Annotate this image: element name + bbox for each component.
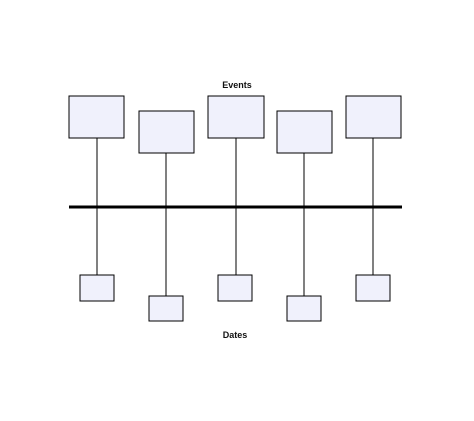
dates-label: Dates — [222, 330, 248, 340]
event-box-3[interactable] — [207, 95, 265, 139]
event-box-2[interactable] — [138, 110, 195, 154]
date-box-5[interactable] — [355, 274, 391, 302]
event-box-4[interactable] — [276, 110, 333, 154]
date-box-3[interactable] — [217, 274, 253, 302]
date-box-4[interactable] — [286, 295, 322, 322]
event-box-1[interactable] — [68, 95, 125, 139]
events-label: Events — [222, 80, 252, 90]
date-box-1[interactable] — [79, 274, 115, 302]
date-box-2[interactable] — [148, 295, 184, 322]
event-box-5[interactable] — [345, 95, 402, 139]
